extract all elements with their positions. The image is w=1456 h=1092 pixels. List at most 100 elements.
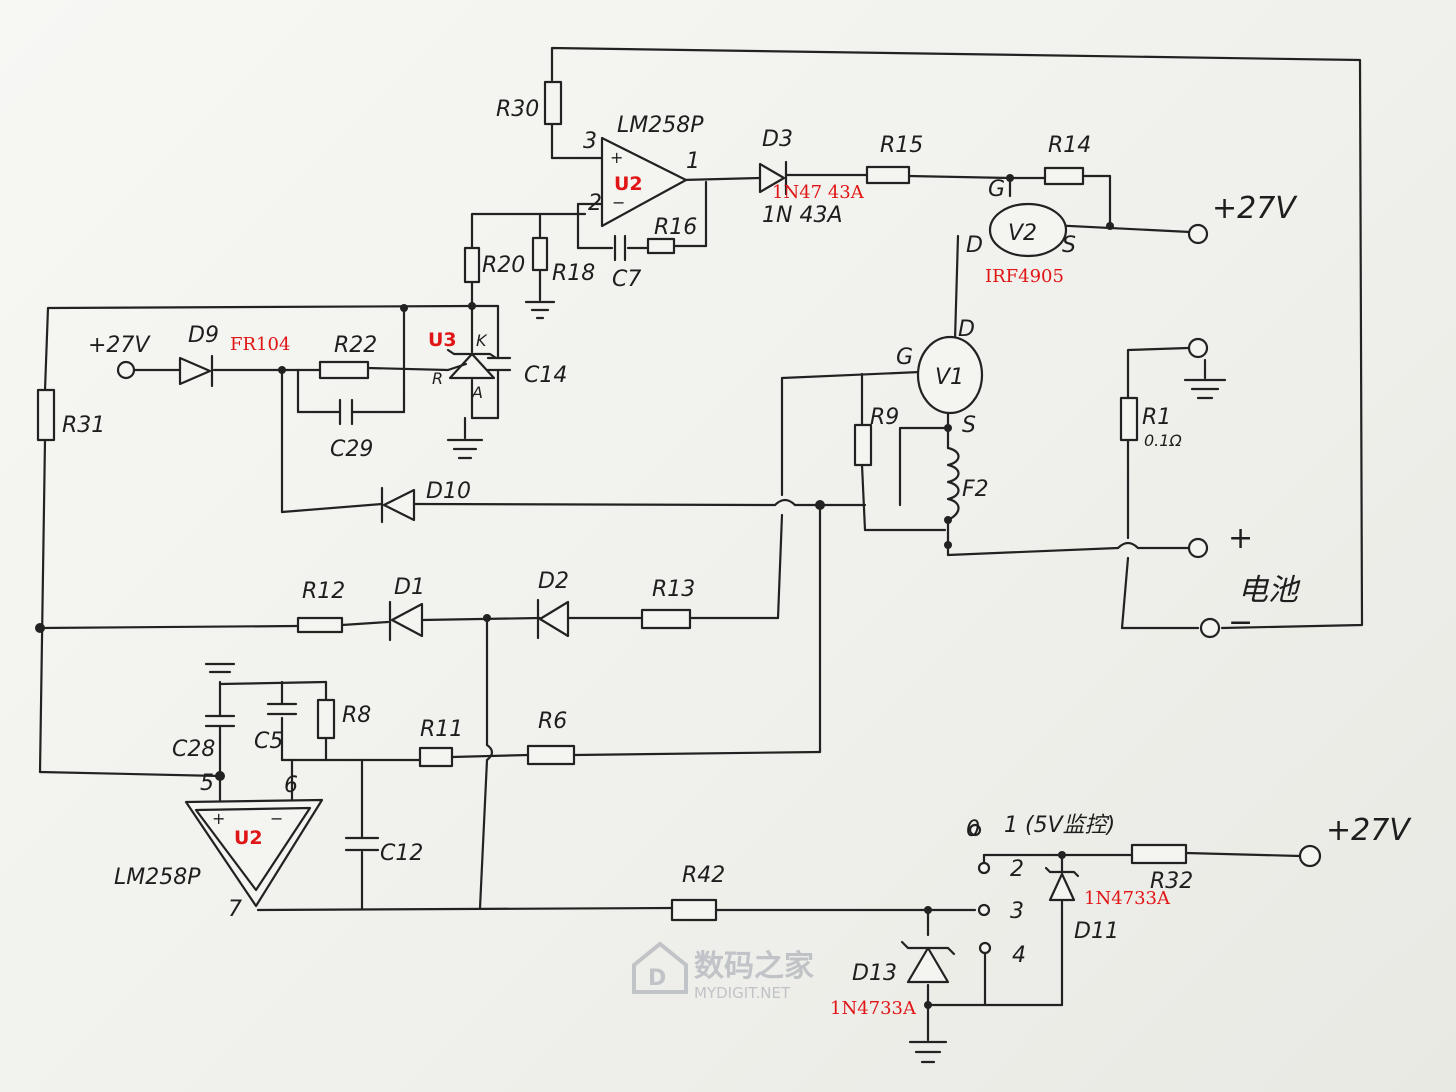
resistor-r22	[318, 360, 370, 380]
label-r12: R12	[302, 579, 345, 604]
label-k: K	[476, 331, 488, 350]
mosfet-v1	[916, 335, 984, 415]
label-pin3: 3	[583, 129, 597, 154]
wires	[38, 46, 1364, 1042]
label-g-v2: G	[988, 177, 1005, 202]
label-pin2: 2	[588, 191, 602, 216]
watermark-chinese: 数码之家	[694, 949, 814, 984]
diode-d10	[380, 486, 416, 524]
label-d10: D10	[426, 479, 471, 504]
terminals	[116, 223, 1322, 955]
regulator-u3	[446, 348, 498, 380]
label-sw1: 1 (5V监控)	[1004, 813, 1115, 838]
ground-symbol-icon	[446, 438, 484, 460]
label-sw3: 3	[1010, 899, 1024, 924]
ground-symbol-icon	[204, 662, 236, 674]
diode-d3	[758, 160, 788, 196]
label-plus27-left: +27V	[88, 333, 151, 358]
label-a: A	[471, 383, 483, 402]
label-s-v2: S	[1062, 233, 1076, 258]
label-d11-part: 1N4733A	[1084, 888, 1171, 909]
opamp-u2-top	[600, 136, 688, 228]
resistor-r15	[865, 165, 911, 185]
resistor-r30	[543, 80, 563, 126]
label-c14: C14	[524, 363, 567, 388]
label-c28: C28	[172, 737, 215, 762]
label-plus-input: +	[610, 148, 623, 167]
junction-dots	[35, 174, 1114, 1009]
label-r14: R14	[1048, 133, 1091, 158]
label-plus-input-bottom: +	[212, 809, 225, 828]
terminal-ground-top	[1187, 337, 1209, 359]
label-sw0: 0	[966, 817, 980, 842]
label-d-v2: D	[966, 233, 983, 258]
capacitor-c28	[204, 714, 236, 742]
selector-contact-2	[977, 861, 991, 875]
label-c29: C29	[330, 437, 373, 462]
terminal-plus27-left	[116, 360, 136, 380]
fuse-f2	[946, 446, 960, 522]
label-d3-part2: 1N 43A	[762, 203, 843, 228]
watermark: D 数码之家 MYDIGIT.NET	[632, 941, 814, 1002]
opamp-u2-bottom	[184, 798, 324, 908]
capacitors	[204, 234, 627, 852]
label-s-v1: S	[962, 413, 976, 438]
label-u2-bottom: U2	[234, 827, 263, 849]
ground-symbol-icon	[908, 1040, 948, 1064]
diode-d9	[178, 354, 214, 388]
label-battery: 电池	[1238, 573, 1301, 608]
label-d9: D9	[188, 323, 219, 348]
capacitor-c12	[344, 836, 380, 852]
label-battery-plus: +	[1228, 521, 1253, 556]
resistor-r18	[531, 236, 549, 272]
label-r9: R9	[870, 405, 899, 430]
label-minus-input: −	[612, 193, 625, 212]
label-v2: V2	[1008, 221, 1037, 246]
label-plus27-right: +27V	[1212, 191, 1298, 226]
mosfet-v2	[988, 202, 1068, 258]
label-r6: R6	[538, 709, 567, 734]
label-pin7: 7	[228, 897, 242, 922]
label-d2: D2	[538, 569, 569, 594]
label-r22: R22	[334, 333, 377, 358]
ground-symbol-icon	[1183, 378, 1227, 400]
resistor-r31	[36, 388, 56, 442]
label-c7: C7	[612, 267, 641, 292]
label-minus-input-bottom: −	[270, 809, 283, 828]
resistor-r1	[1119, 396, 1139, 442]
label-d13: D13	[852, 961, 897, 986]
label-d13-part: 1N4733A	[830, 998, 917, 1019]
ground-symbols	[204, 300, 1227, 1064]
mosfets	[916, 202, 1068, 415]
selector-contact-4	[978, 941, 992, 955]
mydigit-house-logo-icon: D	[632, 941, 688, 994]
resistor-r42	[670, 898, 718, 922]
label-c12: C12	[380, 841, 423, 866]
resistor-r8	[316, 698, 336, 740]
resistor-r14	[1043, 166, 1085, 186]
resistor-r12	[296, 616, 344, 634]
label-r31: R31	[62, 413, 105, 438]
label-lm258p-top: LM258P	[617, 113, 704, 138]
label-sw2: 2	[1010, 857, 1024, 882]
label-plus27-bottom: +27V	[1326, 813, 1412, 848]
label-d1: D1	[394, 575, 425, 600]
label-battery-minus: −	[1228, 605, 1253, 640]
label-r16: R16	[654, 215, 697, 240]
diodes	[178, 160, 1080, 984]
label-v1: V1	[935, 365, 964, 390]
label-fr104: FR104	[230, 334, 290, 355]
label-d3: D3	[762, 127, 793, 152]
label-r-u3: R	[432, 369, 443, 388]
capacitor-c7	[613, 234, 627, 262]
capacitor-c14	[486, 350, 512, 380]
resistor-r13	[640, 608, 692, 630]
resistor-r32	[1130, 843, 1188, 865]
label-d-v1: D	[958, 317, 975, 342]
label-u2-top: U2	[614, 173, 643, 195]
capacitor-c5	[266, 702, 298, 716]
component-labels: R30 LM258P 3 + − U2 1 2 D3 1N47 43A 1N 4…	[62, 97, 1412, 1019]
diode-d1	[388, 600, 424, 642]
